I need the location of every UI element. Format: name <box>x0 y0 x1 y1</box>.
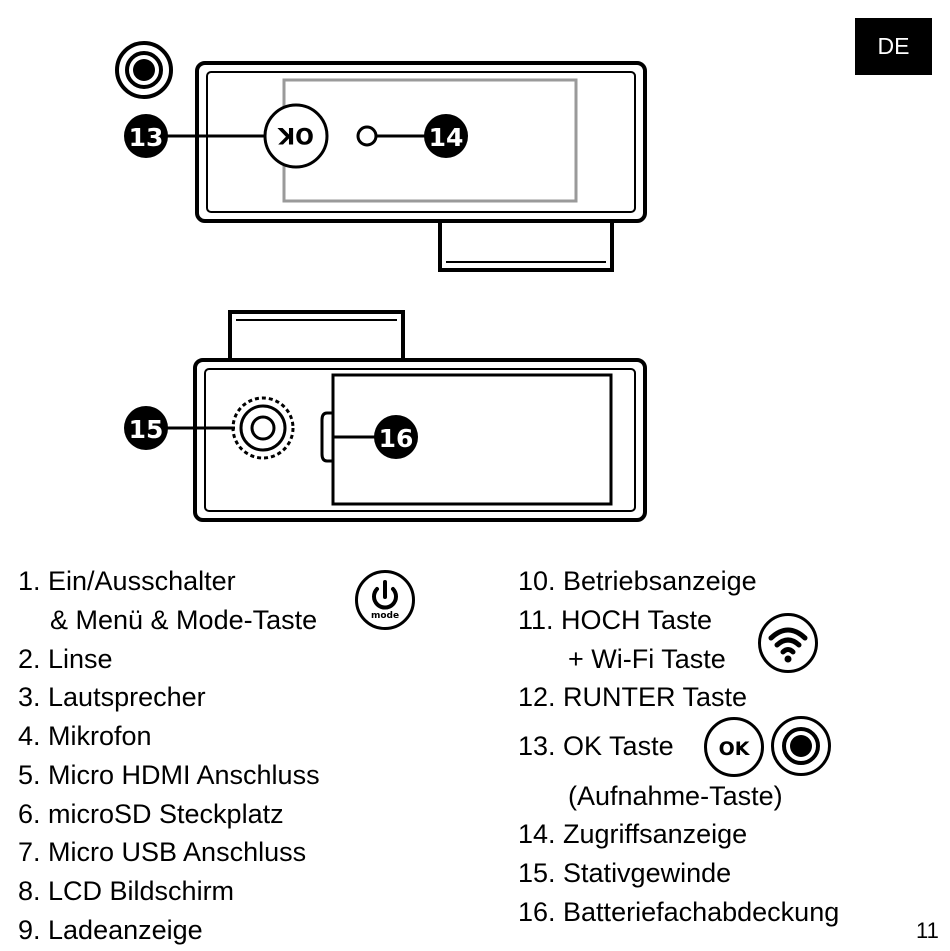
legend-item-4: 4. Mikrofon <box>18 721 152 751</box>
record-button-icon <box>771 716 831 776</box>
power-mode-icon: mode <box>355 570 415 630</box>
camera-top-view <box>195 61 647 272</box>
legend-item-3: 3. Lautsprecher <box>18 682 206 712</box>
tripod-thread <box>231 396 295 460</box>
legend-item-5: 5. Micro HDMI Anschluss <box>18 760 320 790</box>
legend-item-11-line1: 11. HOCH Taste <box>518 605 713 635</box>
legend-item-7: 7. Micro USB Anschluss <box>18 837 307 867</box>
callout-14: 14 <box>424 114 468 158</box>
legend-item-11-line2: + Wi-Fi Taste <box>568 644 726 674</box>
ok-button-label: OK <box>277 122 314 147</box>
legend-item-13-line2: (Aufnahme-Taste) <box>568 781 783 811</box>
svg-text:mode: mode <box>371 611 399 621</box>
page-number: 11 <box>916 918 939 943</box>
legend-item-8: 8. LCD Bildschirm <box>18 876 235 906</box>
legend-item-10: 10. Betriebsanzeige <box>518 566 757 596</box>
legend-item-16: 16. Batteriefachabdeckung <box>518 897 840 927</box>
callout-13: 13 <box>124 114 168 158</box>
svg-text:15: 15 <box>129 415 164 444</box>
legend-item-13-line1: 13. OK Taste <box>518 731 674 761</box>
language-badge: DE <box>855 18 932 75</box>
callout-16: 16 <box>374 415 418 459</box>
legend-item-12: 12. RUNTER Taste <box>518 682 748 712</box>
record-icon <box>115 41 173 99</box>
legend-item-2: 2. Linse <box>18 644 113 674</box>
svg-text:14: 14 <box>429 123 464 152</box>
ok-button: OK <box>263 103 329 169</box>
access-led <box>356 125 378 147</box>
legend-item-1-line2: & Menü & Mode-Taste <box>50 605 318 635</box>
legend-item-9: 9. Ladeanzeige <box>18 915 203 945</box>
svg-text:16: 16 <box>379 424 414 453</box>
callout-15: 15 <box>124 406 168 450</box>
wifi-icon <box>758 613 818 673</box>
legend-item-14: 14. Zugriffsanzeige <box>518 819 748 849</box>
legend-item-15: 15. Stativgewinde <box>518 858 732 888</box>
camera-bottom-view <box>193 310 647 522</box>
legend-item-1-line1: 1. Ein/Ausschalter <box>18 566 236 596</box>
legend-item-6: 6. microSD Steckplatz <box>18 799 284 829</box>
ok-icon: OK <box>704 717 764 777</box>
svg-text:13: 13 <box>129 123 164 152</box>
camera-diagram: OK 13 14 15 16 <box>115 41 647 522</box>
svg-text:OK: OK <box>719 738 751 760</box>
